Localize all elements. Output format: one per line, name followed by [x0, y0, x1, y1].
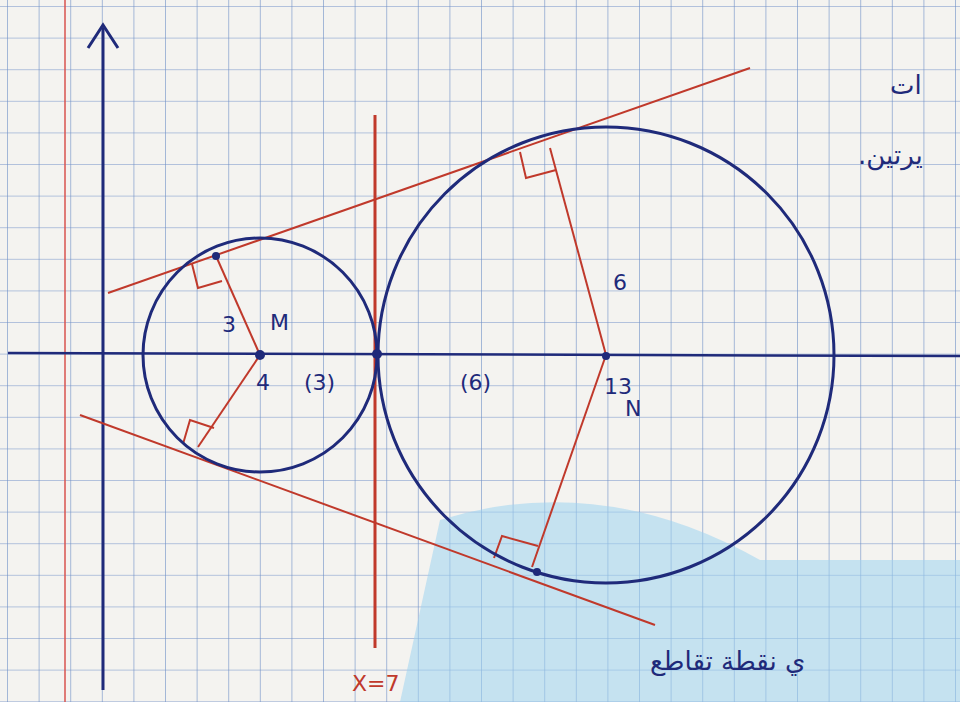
right-angle-mark — [183, 420, 214, 444]
point-label: (3) — [304, 372, 335, 394]
right-angle-mark — [192, 264, 222, 288]
center-point — [255, 350, 265, 360]
note-text: يرتين. — [858, 142, 923, 168]
radius-line — [550, 148, 606, 355]
line-label: X=7 — [352, 673, 400, 695]
circle-line — [378, 127, 834, 583]
right-angle-mark — [520, 152, 556, 178]
tangent-line — [108, 68, 750, 293]
circle-line — [143, 238, 377, 472]
point-label: M — [270, 312, 289, 334]
point-label: 3 — [222, 314, 236, 336]
circle-shape: 6 (6) 13N — [378, 127, 834, 583]
circle-outline — [378, 127, 834, 583]
center-point — [602, 352, 610, 360]
axis-arrow — [88, 25, 118, 48]
point-label: 4 — [256, 372, 270, 394]
note-text: ات — [890, 72, 922, 98]
point-label: (6) — [460, 372, 491, 394]
margin-line — [64, 0, 66, 702]
point-label: N — [625, 398, 641, 420]
x-axis — [8, 353, 960, 356]
radius-line — [198, 355, 260, 447]
radius-line — [216, 256, 260, 355]
point-label: 13 — [604, 376, 632, 398]
watermark-shape — [400, 502, 960, 702]
tangent-point — [212, 252, 220, 260]
point-label: 6 — [613, 272, 627, 294]
circle-shape: 3 M 4 (3) — [143, 238, 377, 472]
radius-line — [532, 355, 606, 567]
right-angle-mark — [494, 536, 538, 558]
circle-outline — [143, 238, 377, 472]
tangent-line — [80, 415, 655, 625]
note-text: ي نقطة تقاطع — [650, 648, 805, 674]
y-axis — [102, 28, 105, 690]
